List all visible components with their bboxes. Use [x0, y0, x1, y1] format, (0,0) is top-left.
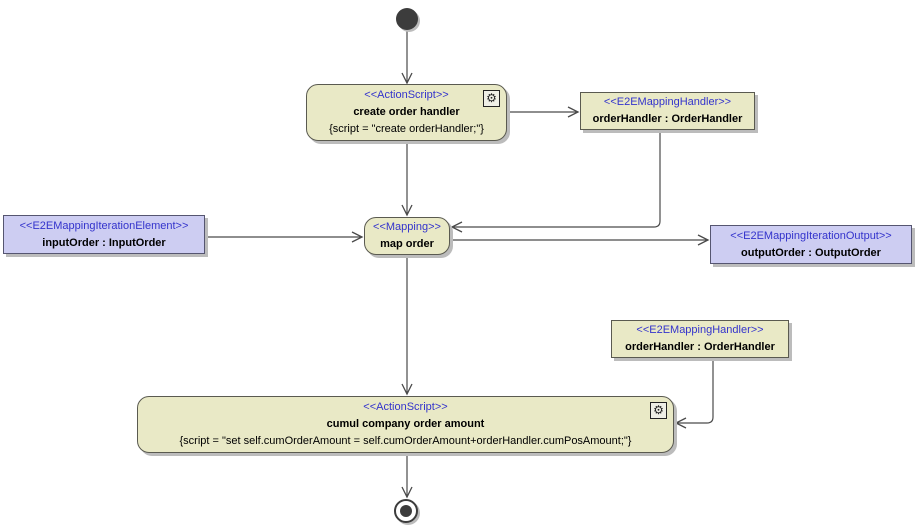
action-node-map-order[interactable]: <<Mapping>> map order [364, 217, 450, 255]
node-stereotype: <<E2EMappingIterationOutput>> [730, 229, 892, 242]
node-name: outputOrder : OutputOrder [741, 246, 881, 259]
node-stereotype: <<E2EMappingHandler>> [636, 324, 764, 336]
initial-node[interactable] [396, 8, 418, 30]
node-name: map order [380, 238, 434, 250]
node-name: orderHandler : OrderHandler [592, 113, 743, 125]
object-node-inputorder[interactable]: <<E2EMappingIterationElement>> inputOrde… [3, 215, 205, 254]
object-node-orderhandler-top[interactable]: <<E2EMappingHandler>> orderHandler : Ord… [580, 92, 755, 130]
node-stereotype: <<E2EMappingIterationElement>> [19, 219, 189, 232]
node-stereotype: <<ActionScript>> [363, 401, 448, 413]
node-name: orderHandler : OrderHandler [625, 341, 775, 353]
node-stereotype: <<E2EMappingHandler>> [603, 96, 732, 108]
action-node-cumul-company-order-amount[interactable]: ⚙ <<ActionScript>> cumul company order a… [137, 396, 674, 453]
gear-icon: ⚙ [483, 90, 500, 107]
final-node-dot [400, 505, 412, 517]
gear-icon: ⚙ [650, 402, 667, 419]
node-name: cumul company order amount [326, 418, 485, 430]
activity-final-node[interactable] [394, 499, 418, 523]
node-script: {script = "create orderHandler;"} [329, 123, 484, 135]
node-stereotype: <<ActionScript>> [364, 89, 449, 101]
node-stereotype: <<Mapping>> [373, 221, 441, 233]
node-name: create order handler [353, 106, 460, 118]
object-node-orderhandler-bottom[interactable]: <<E2EMappingHandler>> orderHandler : Ord… [611, 320, 789, 358]
edge-orderhandler-bottom-to-cumul[interactable] [674, 359, 714, 429]
node-script: {script = "set self.cumOrderAmount = sel… [179, 435, 632, 447]
node-name: inputOrder : InputOrder [42, 236, 166, 249]
action-node-create-order-handler[interactable]: ⚙ <<ActionScript>> create order handler … [306, 84, 507, 141]
object-node-outputorder[interactable]: <<E2EMappingIterationOutput>> outputOrde… [710, 225, 912, 264]
edge-orderhandler-top-to-map[interactable] [450, 131, 661, 233]
